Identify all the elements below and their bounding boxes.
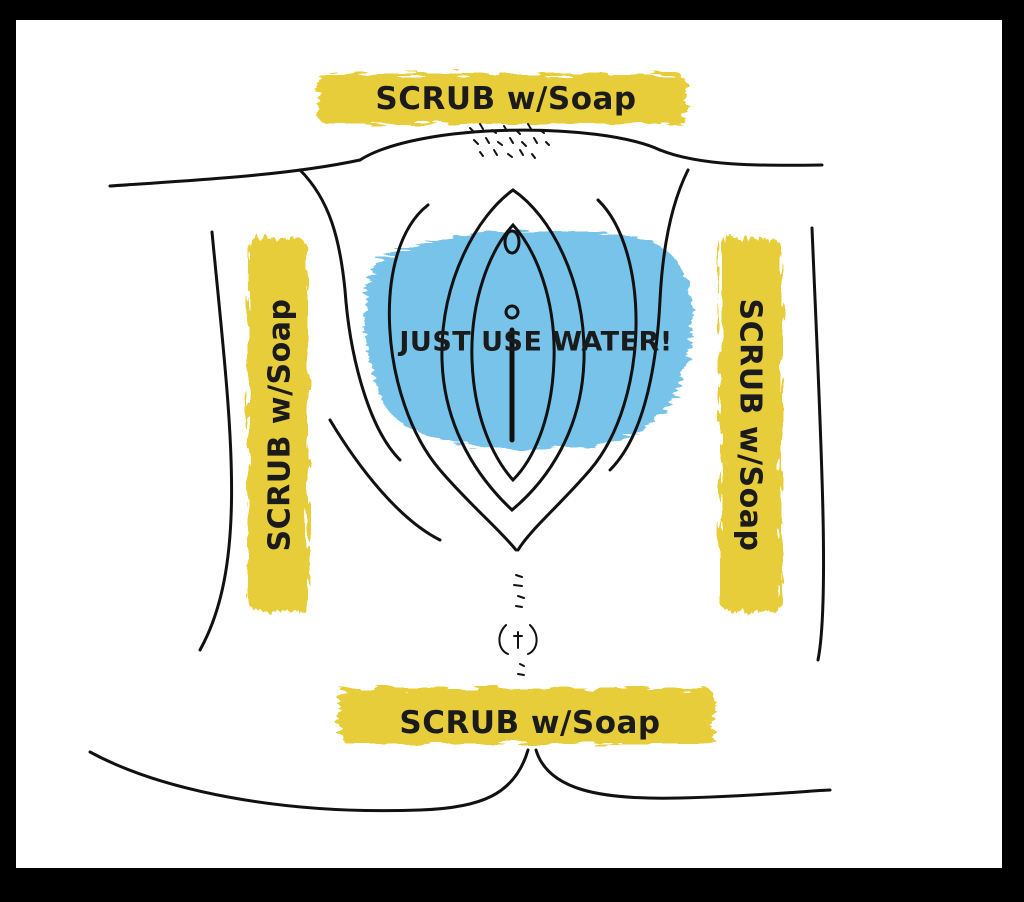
line-drawing xyxy=(88,74,832,813)
scrub-label-top: SCRUB w/Soap xyxy=(375,81,637,117)
vulva-outline xyxy=(387,188,638,552)
scrub-highlight-left xyxy=(248,238,308,612)
scrub-label-right: SCRUB w/Soap xyxy=(732,298,768,552)
water-label-center: JUST USE WATER! xyxy=(399,326,673,358)
scrub-highlight-top xyxy=(318,74,686,124)
perineum-and-anus xyxy=(498,574,538,676)
scrub-highlight-right xyxy=(720,238,782,612)
hair-texture xyxy=(469,123,550,159)
scrub-label-bottom: SCRUB w/Soap xyxy=(399,705,661,741)
body-outline xyxy=(88,128,832,813)
scrub-highlight-bottom xyxy=(340,688,714,744)
scrub-label-left: SCRUB w/Soap xyxy=(262,298,298,552)
diagram-canvas: SCRUB w/Soap SCRUB w/Soap SCRUB w/Soap S… xyxy=(16,20,1002,868)
